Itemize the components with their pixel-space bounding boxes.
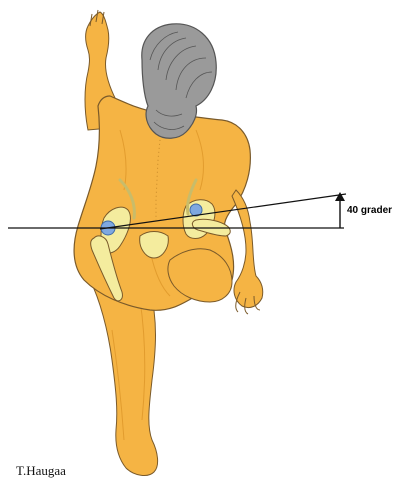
author-credit: T.Haugaa: [16, 464, 66, 477]
arrow-up-icon: [335, 192, 345, 201]
angle-label: 40 grader: [347, 206, 392, 216]
